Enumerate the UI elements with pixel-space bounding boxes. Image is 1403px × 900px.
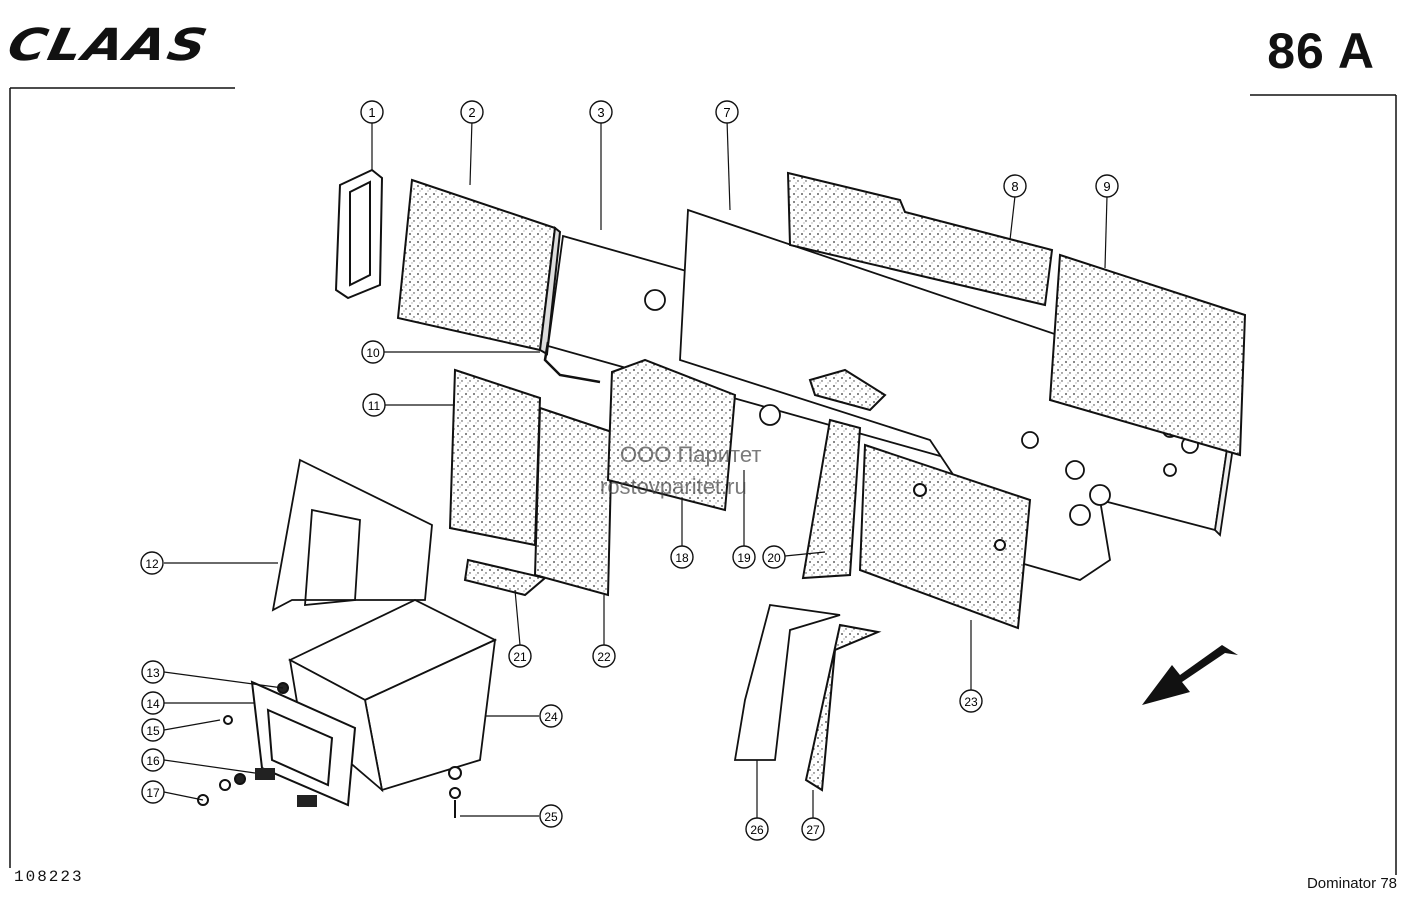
part-26-bracket	[733, 603, 841, 761]
part-11-foam-block	[448, 368, 542, 547]
leader-lines	[163, 119, 1108, 818]
part-16-clamp	[255, 768, 317, 807]
callout-label: 3	[597, 105, 604, 120]
callout-16: 16	[141, 748, 165, 772]
callout-label: 10	[366, 346, 380, 360]
callout-label: 16	[146, 754, 160, 768]
callout-label: 12	[145, 557, 159, 571]
callout-25: 25	[539, 804, 563, 828]
callout-label: 15	[146, 724, 160, 738]
part-9-foam-panel	[1048, 253, 1247, 457]
callout-label: 27	[806, 823, 820, 837]
drawing-number: 108223	[14, 868, 84, 886]
callout-label: 9	[1103, 179, 1110, 194]
callout-label: 1	[368, 105, 375, 120]
page-number: 86 A	[1267, 23, 1375, 79]
callout-18: 18	[670, 545, 694, 569]
watermark-site: rostovparitet.ru	[600, 474, 747, 499]
callout-label: 13	[146, 666, 160, 680]
part-12-cover-plate	[271, 458, 433, 612]
part-2-foam-panel	[396, 178, 562, 356]
callout-9: 9	[1095, 174, 1119, 198]
callout-label: 26	[750, 823, 764, 837]
callout-27: 27	[801, 817, 825, 841]
callout-label: 23	[964, 695, 978, 709]
callout-13: 13	[141, 660, 165, 684]
callout-label: 19	[737, 551, 751, 565]
callout-19: 19	[732, 545, 756, 569]
callout-label: 11	[368, 399, 381, 413]
callout-23: 23	[959, 689, 983, 713]
part-18-foam	[606, 358, 737, 512]
part-1-gasket	[334, 168, 384, 300]
callout-11: 11	[362, 393, 386, 417]
direction-arrow	[1142, 645, 1238, 705]
callout-26: 26	[745, 817, 769, 841]
part-10-bracket	[543, 341, 601, 384]
part-19-insulation	[808, 368, 887, 412]
callout-15: 15	[141, 718, 165, 742]
callout-12: 12	[140, 551, 164, 575]
callout-label: 8	[1011, 179, 1018, 194]
callout-label: 24	[544, 710, 558, 724]
callout-label: 14	[146, 697, 160, 711]
model-name: Dominator 78	[1306, 875, 1397, 892]
part-14-flange	[250, 680, 357, 807]
callout-label: 7	[723, 105, 730, 120]
callout-17: 17	[141, 780, 165, 804]
callout-label: 22	[597, 650, 611, 664]
callout-24: 24	[539, 704, 563, 728]
part-27-strip	[804, 623, 882, 792]
part-24-box-housing	[288, 598, 498, 793]
watermark-company: ООО Паритет	[620, 442, 762, 467]
callout-1: 1	[360, 100, 384, 124]
callout-8: 8	[1003, 174, 1027, 198]
frame-lines	[9, 87, 1397, 875]
callout-7: 7	[715, 100, 739, 124]
callout-20: 20	[762, 545, 786, 569]
part-8-foam-strip	[786, 171, 1054, 307]
part-22-foam-block	[533, 406, 614, 597]
callout-label: 17	[146, 786, 160, 800]
callout-22: 22	[592, 644, 616, 668]
fasteners	[197, 682, 462, 818]
callout-label: 18	[675, 551, 689, 565]
part-20-foam-wedge	[801, 418, 862, 580]
callout-14: 14	[141, 691, 165, 715]
callout-label: 21	[513, 650, 527, 664]
callout-label: 2	[468, 105, 475, 120]
callout-label: 20	[767, 551, 781, 565]
part-21-pad	[463, 558, 548, 597]
callout-3: 3	[589, 100, 613, 124]
callout-label: 25	[544, 810, 558, 824]
part-23-foam-panel	[858, 443, 1032, 630]
callout-10: 10	[361, 340, 385, 364]
callout-2: 2	[460, 100, 484, 124]
callout-21: 21	[508, 644, 532, 668]
